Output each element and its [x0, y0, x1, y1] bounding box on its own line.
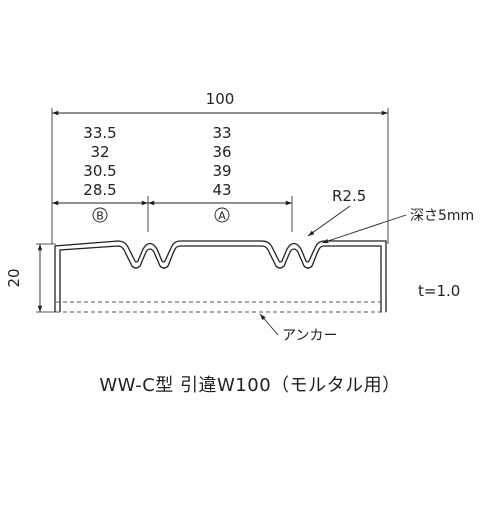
profile-inner-line	[54, 240, 387, 312]
zone-b-circle	[92, 207, 108, 223]
width-label: 100	[206, 90, 235, 108]
zone-b-symbol: B	[96, 210, 104, 223]
zone-b-values: 33.5 32 30.5 28.5	[83, 124, 116, 199]
profile-outer-line	[59, 245, 382, 312]
zone-a-symbol: A	[218, 210, 226, 223]
anchor-leader	[259, 313, 279, 336]
zone-a-value: 43	[212, 181, 231, 199]
zone-a-value: 33	[212, 124, 231, 142]
zone-b-value: 32	[90, 143, 109, 161]
zone-b-value: 30.5	[83, 162, 116, 180]
anchor-label: アンカー	[282, 328, 337, 344]
zone-b-value: 33.5	[83, 124, 116, 142]
groove-depth-label: 深さ5mm	[410, 208, 474, 224]
depth-label: 20	[5, 268, 23, 287]
radius-label: R2.5	[332, 187, 366, 205]
radius-leader	[307, 205, 351, 237]
zone-b-value: 28.5	[83, 181, 116, 199]
zone-a-values: 33 36 39 43	[212, 124, 231, 199]
zone-a-value: 36	[212, 143, 231, 161]
drawing-caption: WW-C型 引違W100（モルタル用）	[99, 375, 400, 396]
zone-a-value: 39	[212, 162, 231, 180]
zone-a-circle	[214, 207, 230, 223]
groove-depth-leader	[321, 214, 407, 244]
thickness-label: t=1.0	[418, 282, 460, 300]
